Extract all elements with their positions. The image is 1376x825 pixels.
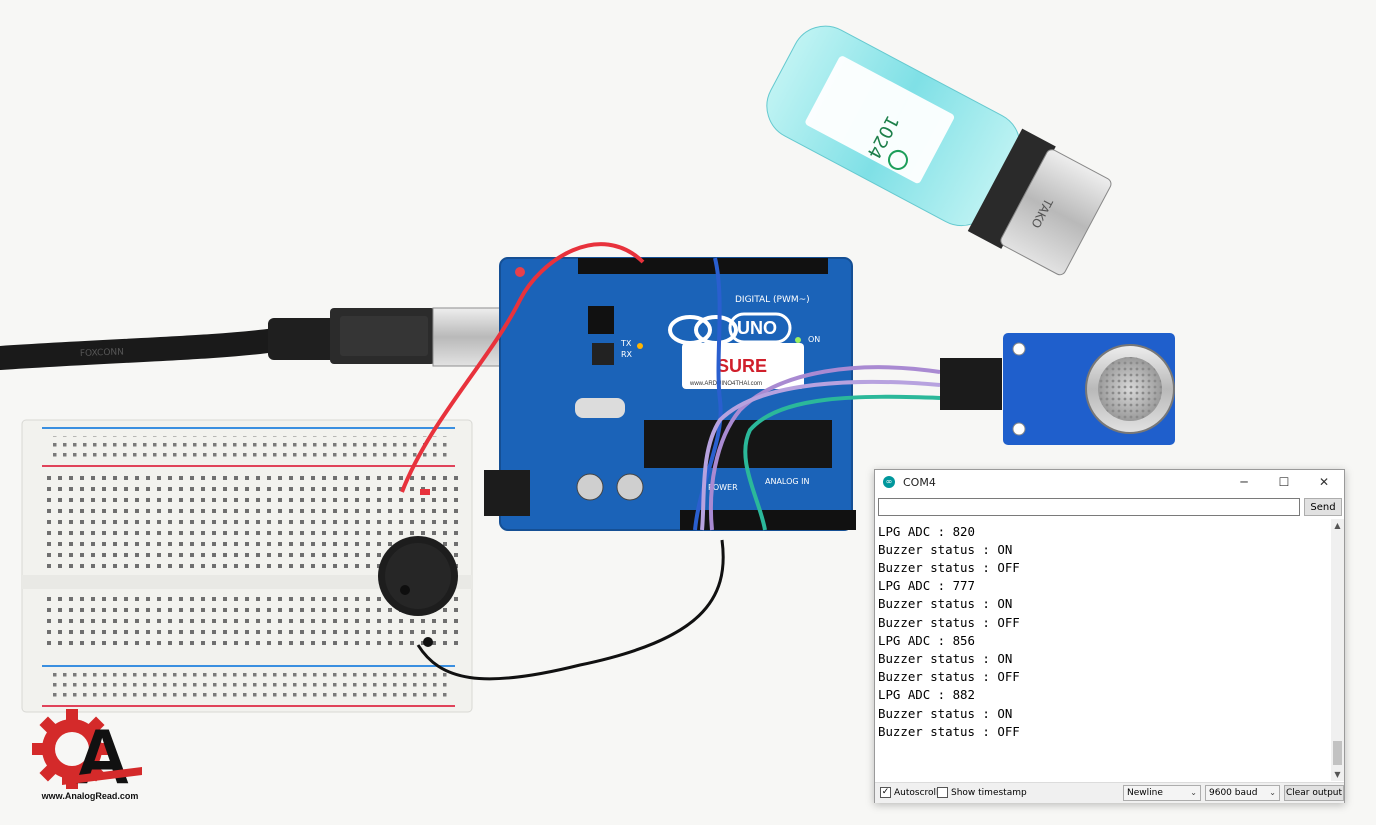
scroll-up-arrow-icon[interactable]: ▲ — [1334, 521, 1341, 530]
output-line: Buzzer status : ON — [878, 650, 1013, 666]
output-line: Buzzer status : ON — [878, 596, 1013, 612]
maximize-icon: ☐ — [1278, 475, 1290, 489]
send-button[interactable]: Send — [1304, 498, 1342, 516]
window-title: COM4 — [903, 475, 936, 489]
svg-text:SURE: SURE — [717, 356, 767, 376]
output-line: Buzzer status : OFF — [878, 559, 1020, 575]
maximize-button[interactable]: ☐ — [1264, 470, 1304, 494]
checkbox-unchecked-icon — [937, 787, 948, 798]
svg-text:POWER: POWER — [708, 483, 738, 492]
serial-footer: ✓ Autoscroll Show timestamp Newline ⌄ 96… — [875, 782, 1344, 803]
line-ending-value: Newline — [1127, 788, 1163, 798]
minimize-button[interactable]: ─ — [1224, 470, 1264, 494]
close-icon: ✕ — [1318, 475, 1330, 489]
output-line: LPG ADC : 856 — [878, 632, 975, 648]
show-timestamp-checkbox[interactable]: Show timestamp — [937, 787, 1027, 798]
output-line: LPG ADC : 777 — [878, 578, 975, 594]
minimize-icon: ─ — [1240, 475, 1248, 489]
send-row: Send — [875, 496, 1344, 518]
show-timestamp-label: Show timestamp — [951, 787, 1027, 798]
output-scrollbar[interactable]: ▲ ▼ — [1331, 519, 1344, 781]
svg-text:DIGITAL (PWM~): DIGITAL (PWM~) — [735, 295, 810, 305]
svg-text:TX: TX — [620, 339, 632, 348]
buzzer — [378, 536, 458, 616]
serial-monitor-window: ∞ COM4 ─ ☐ ✕ Send Buzzer status : ON Buzz… — [874, 469, 1345, 803]
lighter: 1024 TAKO — [766, 25, 1112, 276]
svg-text:www.ARDUINO4THAI.com: www.ARDUINO4THAI.com — [689, 381, 762, 387]
autoscroll-checkbox[interactable]: ✓ Autoscroll — [880, 787, 939, 798]
logo-site-text: www.AnalogRead.com — [41, 791, 139, 801]
close-button[interactable]: ✕ — [1304, 470, 1344, 494]
analogread-logo: A www.AnalogRead.com — [22, 705, 158, 805]
scroll-thumb[interactable] — [1333, 741, 1342, 765]
output-line: Buzzer status : OFF — [878, 723, 1020, 739]
svg-text:RX: RX — [621, 350, 633, 359]
chevron-down-icon: ⌄ — [1190, 788, 1197, 797]
usb-cable: FOXCONN — [0, 307, 544, 370]
clear-output-button[interactable]: Clear output — [1284, 785, 1344, 801]
baud-rate-value: 9600 baud — [1209, 788, 1258, 798]
svg-text:ANALOG IN: ANALOG IN — [765, 477, 810, 486]
breadboard — [21, 419, 473, 713]
serial-input[interactable] — [878, 498, 1300, 516]
scroll-down-arrow-icon[interactable]: ▼ — [1334, 770, 1341, 779]
line-ending-select[interactable]: Newline ⌄ — [1123, 785, 1201, 801]
svg-text:FOXCONN: FOXCONN — [80, 347, 124, 359]
svg-text:UNO: UNO — [737, 318, 777, 338]
chevron-down-icon: ⌄ — [1269, 788, 1276, 797]
output-line: Buzzer status : ON — [878, 705, 1013, 721]
arduino-app-icon: ∞ — [883, 476, 895, 488]
checkbox-checked-icon: ✓ — [880, 787, 891, 798]
output-line: LPG ADC : 882 — [878, 687, 975, 703]
output-line: Buzzer status : OFF — [878, 614, 1020, 630]
jumper-wires — [400, 242, 1002, 681]
arduino-board: SURE www.ARDUINO4THAI.com UNO DIGITAL (P… — [484, 257, 856, 531]
gear-logo-icon: A — [32, 709, 142, 800]
gas-sensor-module — [1003, 333, 1175, 445]
autoscroll-label: Autoscroll — [894, 787, 939, 798]
logo-letter: A — [74, 712, 130, 791]
output-line: Buzzer status : OFF — [878, 519, 1020, 523]
output-line: Buzzer status : ON — [878, 541, 1013, 557]
output-line: Buzzer status : OFF — [878, 669, 1020, 685]
baud-rate-select[interactable]: 9600 baud ⌄ — [1205, 785, 1280, 801]
title-bar[interactable]: ∞ COM4 ─ ☐ ✕ — [875, 470, 1344, 494]
output-line: LPG ADC : 820 — [878, 523, 975, 539]
svg-text:ON: ON — [808, 335, 820, 344]
